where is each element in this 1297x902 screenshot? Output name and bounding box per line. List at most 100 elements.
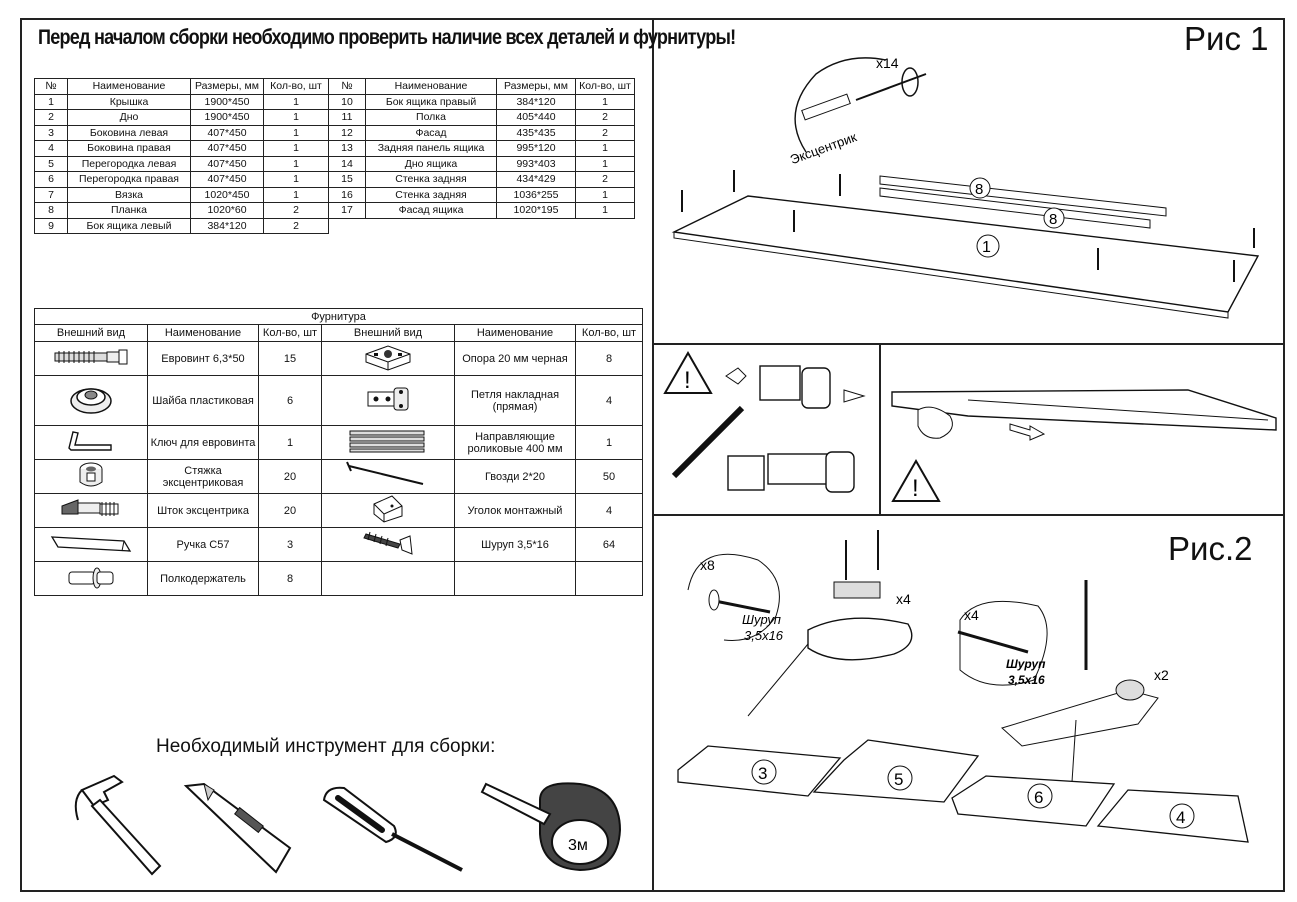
cell: 407*450 bbox=[190, 124, 264, 141]
cell bbox=[575, 561, 643, 596]
table-row: Шток эксцентрика 20 Уголок монтажный 4 bbox=[34, 493, 643, 528]
divider bbox=[652, 18, 654, 892]
cell: 1 bbox=[575, 93, 635, 110]
cell: Бок ящика правый bbox=[365, 93, 497, 110]
cell: 407*450 bbox=[190, 155, 264, 172]
cell: Шуруп 3,5*16 bbox=[454, 527, 576, 562]
cell: Дно ящика bbox=[365, 155, 497, 172]
cell: Уголок монтажный bbox=[454, 493, 576, 528]
cell: 15 bbox=[258, 341, 322, 376]
cell: Фасад ящика bbox=[365, 202, 497, 219]
part-number: 1 bbox=[982, 239, 991, 256]
cell: Перегородка правая bbox=[67, 171, 191, 188]
cell: 14 bbox=[328, 155, 366, 172]
cell: Боковина правая bbox=[67, 140, 191, 157]
fig1-panel-drawing: 1 8 8 bbox=[671, 170, 1260, 319]
fig1-cam-detail: x14 Эксцентрик bbox=[788, 55, 927, 167]
tape-measure-icon: 3м bbox=[480, 782, 622, 872]
cell: 4 bbox=[575, 375, 643, 426]
corner-bracket-icon bbox=[321, 493, 455, 528]
cell: 3 bbox=[34, 124, 68, 141]
cell: Полка bbox=[365, 109, 497, 126]
screwdriver-icon bbox=[322, 786, 463, 872]
cell: Полкодержатель bbox=[147, 561, 259, 596]
part-number: 3 bbox=[758, 764, 767, 783]
euroscrew-icon bbox=[34, 341, 148, 376]
col-header: № bbox=[328, 78, 366, 95]
cell bbox=[365, 217, 497, 234]
cell: Направляющие роликовые 400 мм bbox=[454, 425, 576, 460]
table-caption: Фурнитура bbox=[34, 308, 643, 325]
divider bbox=[879, 343, 881, 515]
cell: 1 bbox=[263, 93, 329, 110]
table-row: Полкодержатель 8 bbox=[34, 561, 643, 596]
fig2-drawing: x8 Шуруп 3,5x16 x4 x4 Шуруп 3,5x16 x2 3 … bbox=[677, 530, 1249, 843]
table-header-row: Внешний вид Наименование Кол-во, шт Внеш… bbox=[34, 324, 643, 342]
divider bbox=[652, 514, 1285, 516]
col-header: Кол-во, шт bbox=[258, 324, 322, 342]
cell: 4 bbox=[575, 493, 643, 528]
cell bbox=[321, 561, 455, 596]
cell: 1 bbox=[263, 124, 329, 141]
part-number: 6 bbox=[1034, 788, 1043, 807]
cell: 1 bbox=[263, 109, 329, 126]
cell: 1 bbox=[575, 186, 635, 203]
cell: Планка bbox=[67, 202, 191, 219]
cell: 407*450 bbox=[190, 171, 264, 188]
cell: Боковина левая bbox=[67, 124, 191, 141]
cell: 1 bbox=[575, 155, 635, 172]
cell: 11 bbox=[328, 109, 366, 126]
support-foot-icon bbox=[321, 341, 455, 376]
cell: 1 bbox=[263, 155, 329, 172]
table-row: Ручка С57 3 Шуруп 3,5*16 64 bbox=[34, 527, 643, 562]
drawer-slides-icon bbox=[321, 425, 455, 460]
part-number: 8 bbox=[975, 181, 983, 198]
col-header: Размеры, мм bbox=[496, 78, 576, 95]
table-row: Ключ для евровинта 1 Направляющие ролико… bbox=[34, 425, 643, 460]
cell: 1900*450 bbox=[190, 93, 264, 110]
cell: 1020*195 bbox=[496, 202, 576, 219]
col-header: № bbox=[34, 78, 68, 95]
cell: Фасад bbox=[365, 124, 497, 141]
cell: Задняя панель ящика bbox=[365, 140, 497, 157]
table-row: Евровинт 6,3*50 15 Опора 20 мм черная 8 bbox=[34, 341, 643, 376]
hinge-adjust-drawing bbox=[671, 365, 866, 493]
table-row: Шайба пластиковая 6 Петля накладная (пря… bbox=[34, 375, 643, 426]
cell: Шток эксцентрика bbox=[147, 493, 259, 528]
cell: 1020*450 bbox=[190, 186, 264, 203]
cell: Ключ для евровинта bbox=[147, 425, 259, 460]
cell: 2 bbox=[34, 109, 68, 126]
col-header: Наименование bbox=[365, 78, 497, 95]
col-header: Внешний вид bbox=[34, 324, 148, 342]
cell: Опора 20 мм черная bbox=[454, 341, 576, 376]
page-heading: Перед началом сборки необходимо проверит… bbox=[38, 26, 736, 49]
warning-triangle-icon: ! bbox=[663, 350, 713, 394]
count-label: x4 bbox=[964, 607, 979, 623]
warning-mark: ! bbox=[684, 367, 691, 394]
cell: 993*403 bbox=[496, 155, 576, 172]
cell: 10 bbox=[328, 93, 366, 110]
cell: 1020*60 bbox=[190, 202, 264, 219]
screw-label: Шуруп bbox=[742, 612, 781, 627]
cell: Петля накладная (прямая) bbox=[454, 375, 576, 426]
cell: 1 bbox=[263, 140, 329, 157]
cell: 1900*450 bbox=[190, 109, 264, 126]
hex-key-icon bbox=[34, 425, 148, 460]
cell: Стенка задняя bbox=[365, 186, 497, 203]
cell: 384*120 bbox=[190, 217, 264, 234]
cell: 2 bbox=[575, 171, 635, 188]
part-number: 5 bbox=[894, 770, 903, 789]
count-label: x14 bbox=[876, 55, 899, 71]
cell: 6 bbox=[258, 375, 322, 426]
cell: 1 bbox=[575, 425, 643, 460]
cell: Вязка bbox=[67, 186, 191, 203]
cell: 4 bbox=[34, 140, 68, 157]
part-number: 8 bbox=[1049, 211, 1057, 228]
cell: 17 bbox=[328, 202, 366, 219]
handle-icon bbox=[34, 527, 148, 562]
